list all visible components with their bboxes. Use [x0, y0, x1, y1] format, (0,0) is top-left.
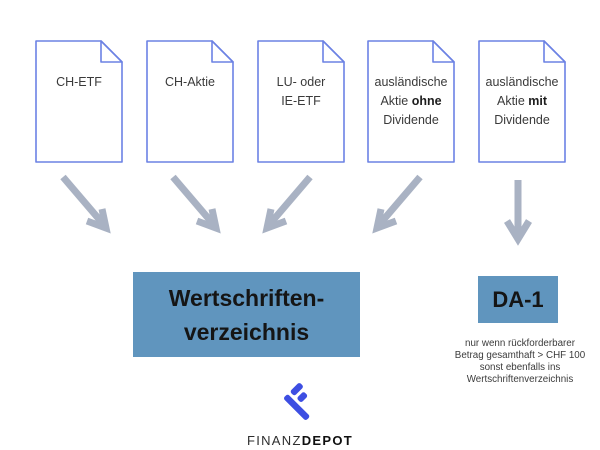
document-label-line: LU- oder: [276, 75, 326, 89]
flow-arrows: [60, 174, 532, 246]
arrow-down-left-icon: [372, 174, 423, 234]
document-label-line: Dividende: [383, 113, 439, 127]
arrow-down-right-icon: [60, 174, 111, 234]
document-lu-ie-etf: LU- oder IE-ETF: [257, 40, 345, 163]
document-icon: [478, 40, 566, 163]
document-label-line: CH-Aktie: [164, 75, 215, 89]
da1-note-line: Betrag gesamthaft > CHF 100: [454, 350, 586, 361]
label-text: Aktie: [380, 94, 412, 108]
document-label-line: CH-ETF: [56, 75, 102, 89]
brand-prefix: FINANZ: [246, 433, 302, 448]
da1-box: DA-1: [478, 276, 558, 323]
document-label-line: ausländische: [374, 75, 448, 89]
document-label-line: Aktie ohne: [368, 92, 454, 111]
wertschriftenverzeichnis-label-line1: Wertschriften-: [168, 284, 325, 311]
arrow-down-right-icon: [170, 174, 221, 234]
finanzdepot-logo-icon: [284, 383, 310, 420]
document-label: LU- oder IE-ETF: [258, 73, 344, 111]
wertschriftenverzeichnis-box: Wertschriften- verzeichnis: [133, 272, 360, 357]
arrow-down-icon: [504, 180, 532, 246]
wertschriftenverzeichnis-label-line2: verzeichnis: [183, 318, 310, 345]
document-auslaendische-aktie-mit-dividende: ausländische Aktie mit Dividende: [478, 40, 566, 163]
da1-note: nur wenn rückforderbarer Betrag gesamtha…: [448, 338, 592, 386]
document-icon: [257, 40, 345, 163]
da1-label: DA-1: [492, 286, 544, 312]
document-icon: [35, 40, 123, 163]
document-label: CH-ETF: [36, 73, 122, 92]
document-label: CH-Aktie: [147, 73, 233, 92]
document-label-line: ausländische: [485, 75, 559, 89]
finanzdepot-logo: FINANZDEPOT: [230, 383, 370, 448]
finanzdepot-wordmark: FINANZDEPOT: [230, 433, 370, 448]
brand-suffix: DEPOT: [301, 433, 354, 448]
da1-note-line: nur wenn rückforderbarer: [465, 338, 575, 349]
document-auslaendische-aktie-ohne-dividende: ausländische Aktie ohne Dividende: [367, 40, 455, 163]
label-text: Aktie: [496, 94, 529, 108]
document-label-line: IE-ETF: [281, 94, 321, 108]
document-label: ausländische Aktie mit Dividende: [479, 73, 565, 130]
document-ch-aktie: CH-Aktie: [146, 40, 234, 163]
da1-note-line: sonst ebenfalls ins: [479, 362, 561, 373]
label-emphasis: mit: [528, 94, 547, 108]
da1-note-line: Wertschriftenverzeichnis: [466, 374, 574, 385]
label-emphasis: ohne: [411, 94, 442, 108]
document-ch-etf: CH-ETF: [35, 40, 123, 163]
document-icon: [367, 40, 455, 163]
document-label-line: Aktie mit: [479, 92, 565, 111]
arrow-down-left-icon: [262, 174, 313, 234]
document-icon: [146, 40, 234, 163]
document-label-line: Dividende: [494, 113, 550, 127]
document-label: ausländische Aktie ohne Dividende: [368, 73, 454, 130]
